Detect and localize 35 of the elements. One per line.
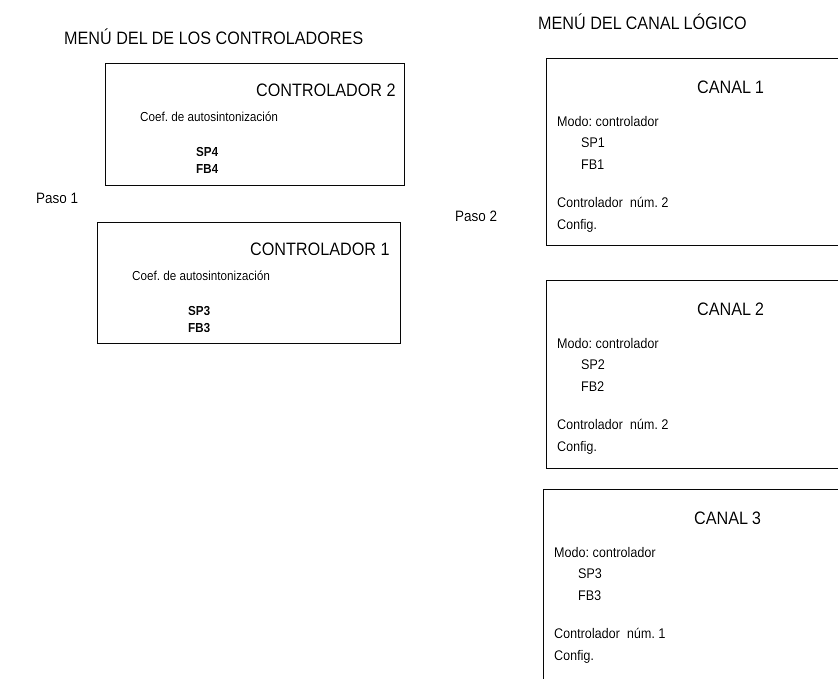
section-heading: MENÚ DEL CANAL LÓGICO [538, 13, 747, 34]
feedback-text: FB3 [188, 320, 210, 335]
controller-number-text: Controlador núm. 2 [557, 416, 668, 432]
feedback-text: FB1 [581, 156, 604, 172]
channel-panel [546, 58, 838, 246]
channel-panel [543, 489, 838, 679]
panel-title: CONTROLADOR 2 [256, 80, 396, 100]
step-label: Paso 1 [36, 190, 78, 207]
controller-panel [105, 63, 405, 186]
setpoint-text: SP3 [578, 565, 602, 581]
panel-text: Modo: controlador [557, 113, 659, 129]
setpoint-text: SP2 [581, 356, 605, 372]
config-text: Config. [557, 438, 597, 454]
controller-number-text: Controlador núm. 2 [557, 194, 668, 210]
feedback-text: FB3 [578, 587, 602, 603]
setpoint-text: SP1 [581, 134, 605, 150]
feedback-text: FB4 [196, 161, 218, 176]
panel-text: Coef. de autosintonización [132, 268, 270, 283]
setpoint-text: SP4 [196, 144, 218, 159]
config-text: Config. [557, 216, 597, 232]
panel-title: CANAL 1 [697, 77, 764, 97]
setpoint-text: SP3 [188, 303, 210, 318]
panel-text: Modo: controlador [557, 335, 659, 351]
feedback-text: FB2 [581, 378, 604, 394]
panel-text: Modo: controlador [554, 544, 656, 560]
panel-title: CONTROLADOR 1 [250, 239, 390, 259]
controller-panel [97, 222, 401, 344]
config-text: Config. [554, 647, 594, 663]
section-heading: MENÚ DEL DE LOS CONTROLADORES [64, 28, 364, 49]
panel-text: Coef. de autosintonización [140, 109, 278, 124]
panel-title: CANAL 3 [694, 508, 761, 528]
step-label: Paso 2 [455, 208, 498, 225]
channel-panel [546, 280, 838, 469]
controller-number-text: Controlador núm. 1 [554, 625, 666, 641]
panel-title: CANAL 2 [697, 299, 764, 319]
